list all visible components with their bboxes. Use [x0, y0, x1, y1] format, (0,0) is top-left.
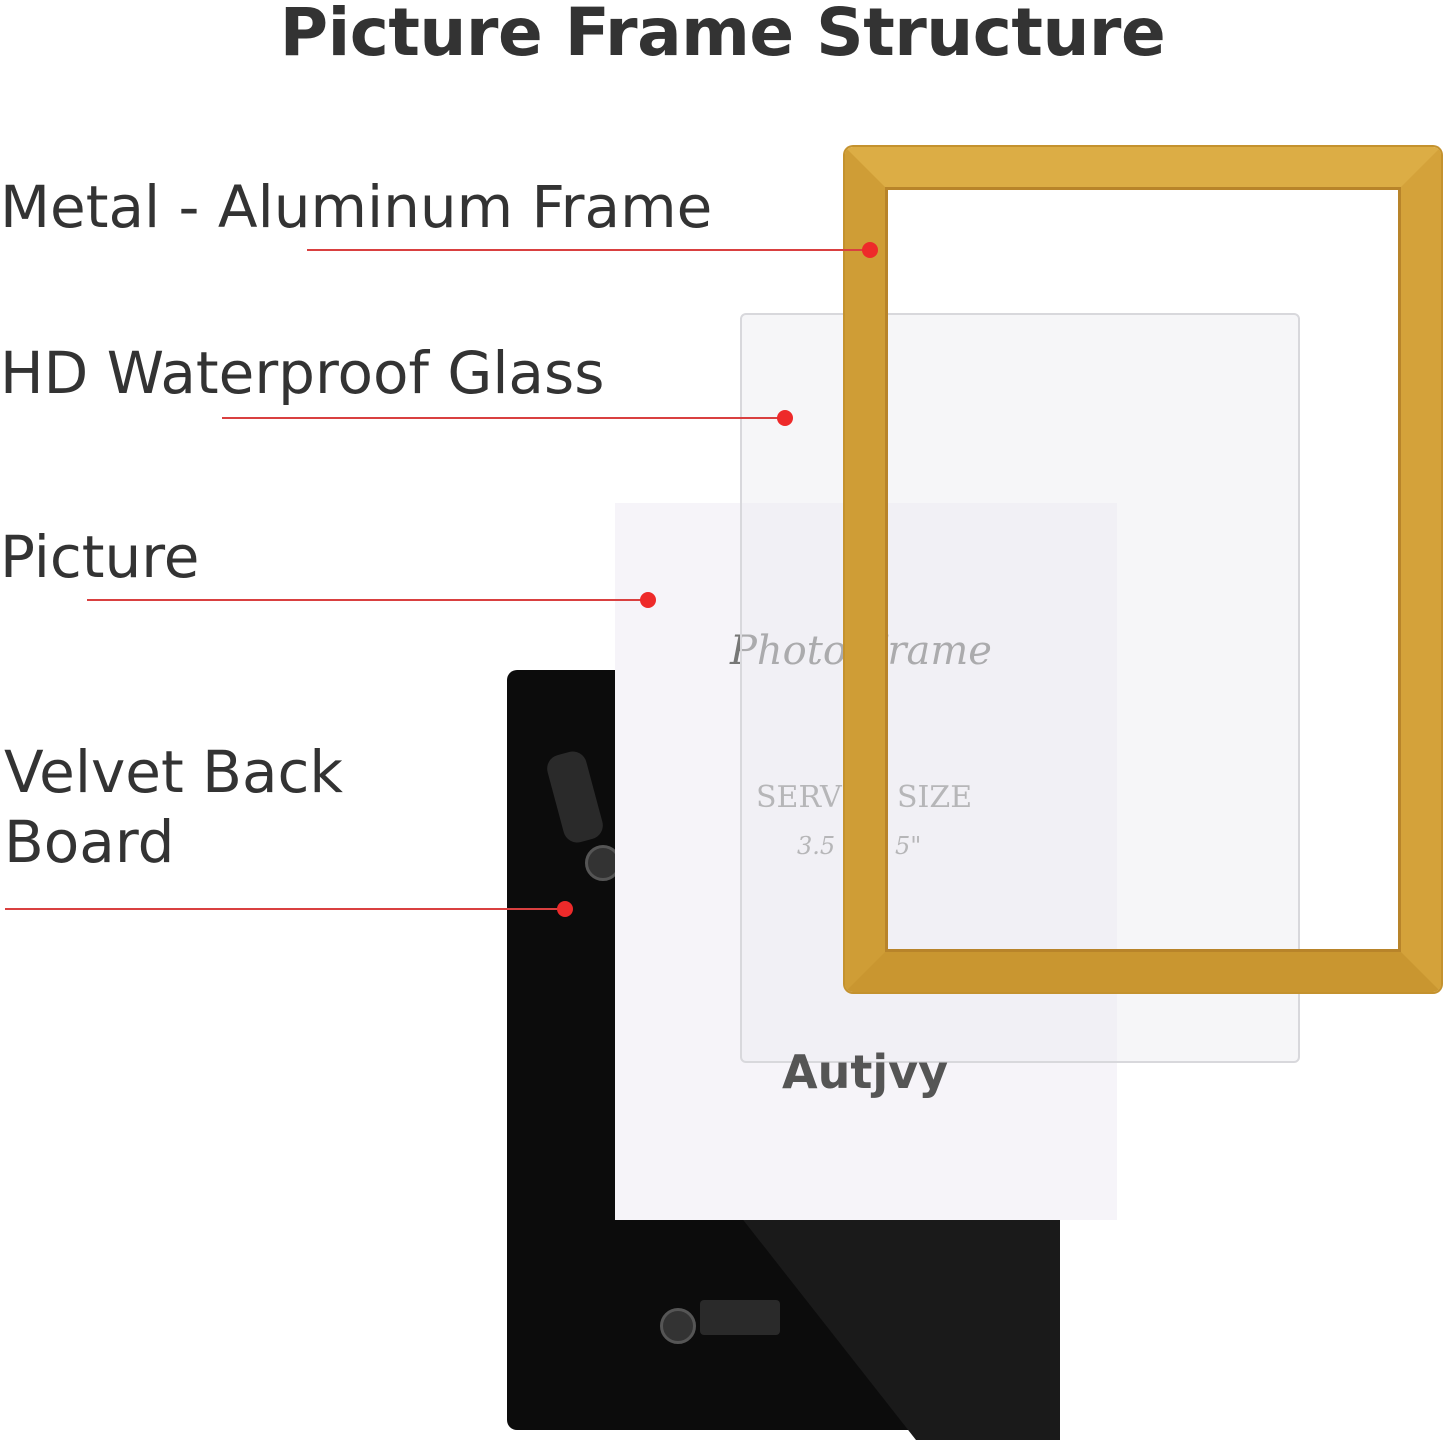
picture-size-word-left: SERVI: [756, 780, 854, 815]
label-back-board-line1: Velvet Back: [4, 738, 343, 806]
leader-line-back-board: [5, 908, 565, 910]
brand-name: Autjvy: [782, 1045, 949, 1099]
leader-line-glass: [222, 417, 785, 419]
marker-dot-frame: [862, 242, 878, 258]
label-glass: HD Waterproof Glass: [0, 339, 605, 407]
marker-dot-back-board: [557, 901, 573, 917]
label-picture: Picture: [0, 523, 200, 591]
aluminum-frame-image: [845, 147, 1441, 992]
leader-line-frame: [307, 249, 870, 251]
marker-dot-picture: [640, 592, 656, 608]
marker-dot-glass: [777, 410, 793, 426]
picture-size-right: 5": [895, 832, 922, 860]
picture-size-word-right: SIZE: [897, 780, 973, 815]
leader-line-picture: [87, 599, 648, 601]
screw-bottom: [660, 1308, 696, 1344]
page-title: Picture Frame Structure: [279, 0, 1166, 71]
clip-bottom: [700, 1300, 780, 1335]
label-back-board-line2: Board: [4, 808, 175, 876]
glass-pane-image: [740, 313, 1300, 1063]
picture-size-left: 3.5: [797, 832, 836, 860]
label-aluminum-frame: Metal - Aluminum Frame: [0, 173, 713, 241]
